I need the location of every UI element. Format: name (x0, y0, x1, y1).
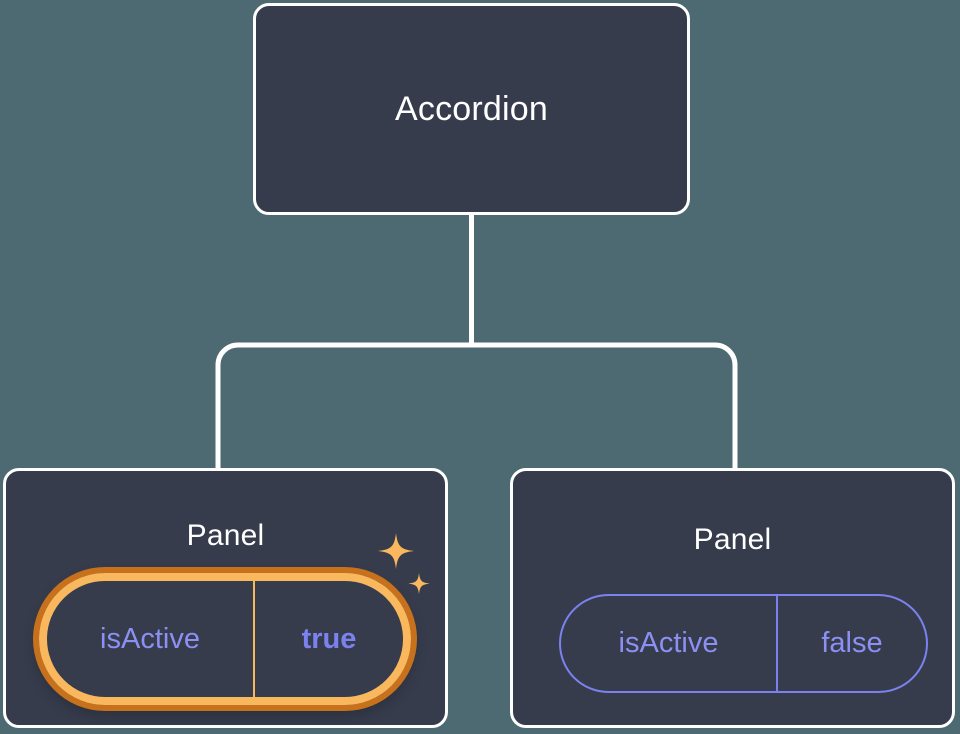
tree-node-panel-active[interactable]: Panel isActive true (3, 468, 448, 728)
prop-pill-key: isActive (100, 622, 200, 655)
tree-node-panel-inactive[interactable]: Panel isActive false (510, 468, 955, 728)
tree-node-panel-active-label: Panel (186, 519, 265, 552)
tree-node-accordion[interactable]: Accordion (253, 3, 690, 215)
prop-pill-key: isActive (618, 627, 719, 659)
prop-pill-isactive-false[interactable]: isActive false (559, 594, 928, 693)
prop-pill-value: false (776, 596, 926, 691)
tree-node-accordion-label: Accordion (395, 89, 548, 128)
prop-pill-value: true (253, 581, 403, 697)
tree-node-panel-inactive-label: Panel (693, 523, 772, 556)
prop-pill-isactive-true[interactable]: isActive true (39, 573, 411, 705)
